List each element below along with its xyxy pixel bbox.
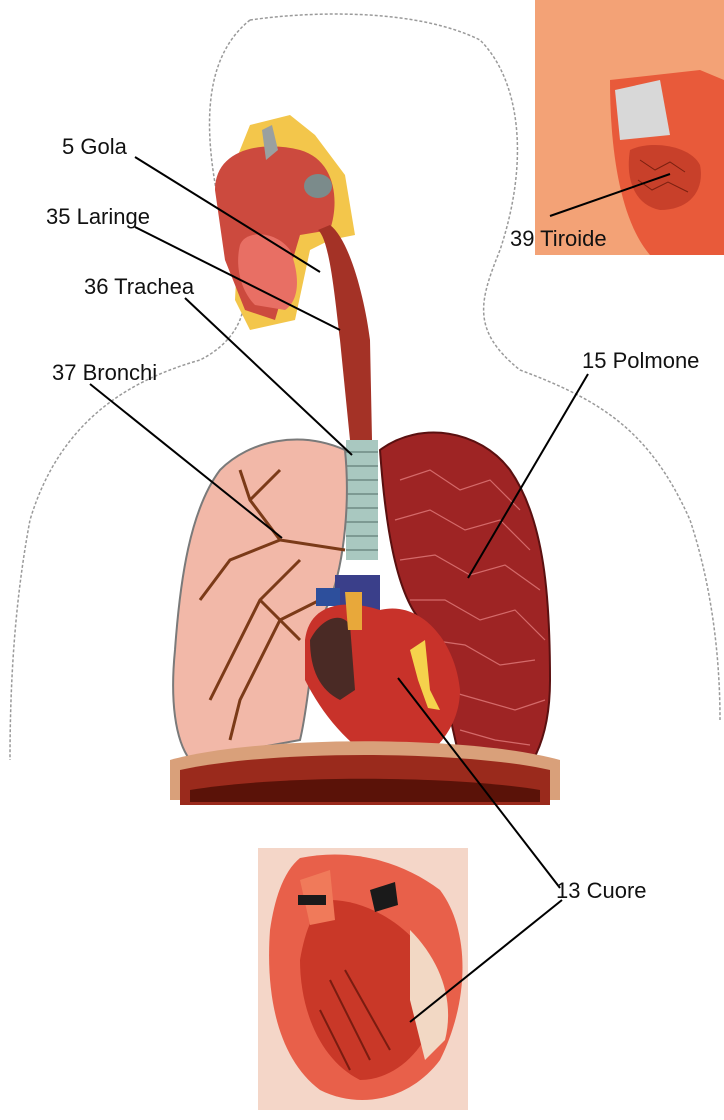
label-bronchi: 37 Bronchi: [52, 362, 157, 384]
label-trachea: 36 Trachea: [84, 276, 194, 298]
thyroid-inset: [535, 0, 724, 255]
label-laringe: 35 Laringe: [46, 206, 150, 228]
label-tiroide: 39 Tiroide: [510, 228, 607, 250]
label-gola: 5 Gola: [62, 136, 127, 158]
label-polmone: 15 Polmone: [582, 350, 699, 372]
heart-inset: [258, 848, 468, 1110]
diaphragm: [170, 741, 560, 805]
head-section: [215, 115, 355, 330]
label-cuore: 13 Cuore: [556, 880, 647, 902]
